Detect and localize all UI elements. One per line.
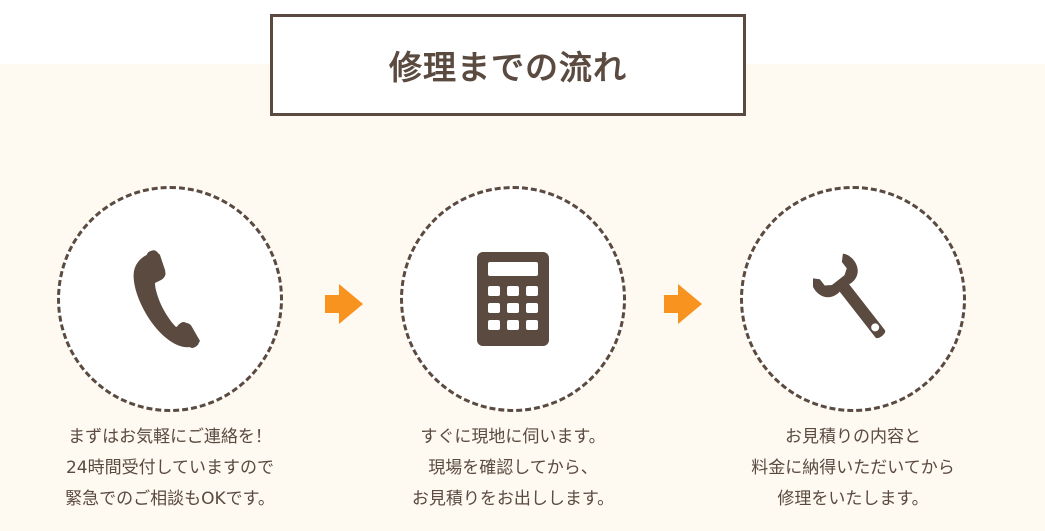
desc-line: 現場を確認してから、 bbox=[428, 458, 598, 478]
step-estimate-description: すぐに現地に伺います。 現場を確認してから、 お見積りをお出しします。 bbox=[412, 422, 614, 515]
desc-line: 修理をいたします。 bbox=[777, 489, 929, 509]
step-repair-description: お見積りの内容と 料金に納得いただいてから 修理をいたします。 bbox=[751, 422, 955, 515]
calculator-icon bbox=[477, 252, 549, 346]
desc-line: まずはお気軽にご連絡を！ bbox=[68, 427, 272, 447]
desc-line: 24時間受付していますので bbox=[65, 458, 275, 478]
step-repair: お見積りの内容と 料金に納得いただいてから 修理をいたします。 bbox=[703, 186, 1003, 515]
desc-line: 緊急でのご相談もOKです。 bbox=[65, 489, 275, 509]
arrow-right-icon bbox=[664, 284, 702, 324]
step-estimate-circle bbox=[400, 186, 626, 412]
wrench-icon bbox=[813, 253, 886, 339]
step-contact: まずはお気軽にご連絡を！ 24時間受付していますので 緊急でのご相談もOKです。 bbox=[20, 186, 320, 515]
desc-line: 料金に納得いただいてから bbox=[751, 458, 955, 478]
desc-line: お見積りをお出しします。 bbox=[411, 489, 615, 509]
section-title: 修理までの流れ bbox=[389, 48, 627, 87]
desc-line: すぐに現地に伺います。 bbox=[420, 427, 606, 447]
step-estimate: すぐに現地に伺います。 現場を確認してから、 お見積りをお出しします。 bbox=[363, 186, 663, 515]
arrow-right-icon bbox=[325, 284, 363, 324]
desc-line: お見積りの内容と bbox=[785, 427, 921, 447]
step-contact-circle bbox=[57, 186, 283, 412]
phone-icon bbox=[133, 250, 200, 348]
step-contact-description: まずはお気軽にご連絡を！ 24時間受付していますので 緊急でのご相談もOKです。 bbox=[65, 422, 275, 515]
step-repair-circle bbox=[740, 186, 966, 412]
title-box: 修理までの流れ bbox=[270, 14, 746, 116]
